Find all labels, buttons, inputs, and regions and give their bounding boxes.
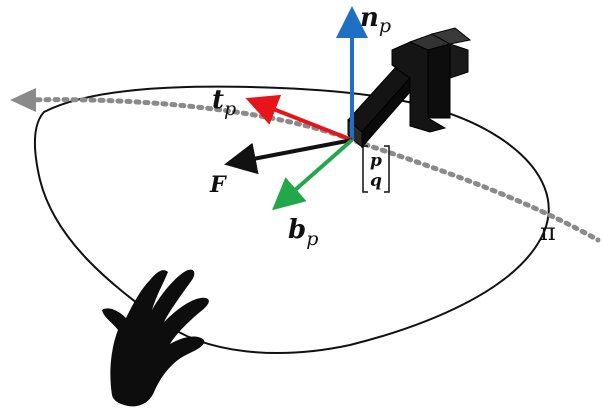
plane-pi-label: π xyxy=(540,218,556,246)
binormal-vector-label: bp xyxy=(288,215,318,250)
hand-silhouette-icon xyxy=(102,269,209,407)
normal-vector-label: np xyxy=(360,3,391,37)
force-vector-label: F xyxy=(209,172,227,198)
robot-tool-icon xyxy=(347,27,472,149)
point-q-label: q xyxy=(370,171,382,191)
surface-outline xyxy=(33,85,550,354)
point-coordinate-bracket: p q xyxy=(362,145,390,193)
path-curve xyxy=(25,97,601,243)
force-vector-arrow xyxy=(224,138,353,175)
binormal-vector-arrow xyxy=(271,138,354,211)
curve-arrowhead xyxy=(10,88,36,112)
tangent-vector-label: tp xyxy=(212,85,236,120)
point-p-label: p xyxy=(370,151,382,171)
tangent-vector-arrow xyxy=(245,94,353,142)
